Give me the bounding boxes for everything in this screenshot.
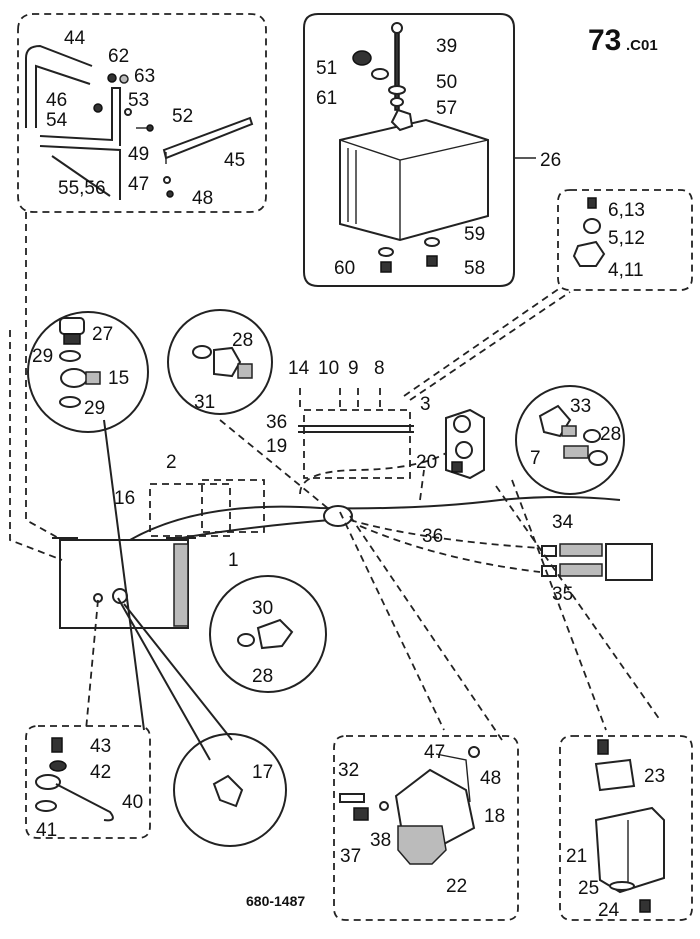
page-code: 73	[588, 24, 621, 57]
label-17: 17	[252, 762, 273, 783]
label-23: 23	[644, 766, 665, 787]
label-19: 19	[266, 436, 287, 457]
label-42: 42	[90, 762, 111, 783]
label-27: 27	[92, 324, 113, 345]
label-44: 44	[64, 28, 86, 49]
label-43: 43	[90, 736, 111, 757]
label-2: 2	[166, 452, 177, 473]
label-60: 60	[334, 258, 355, 279]
label-25: 25	[578, 878, 599, 899]
label-58: 58	[464, 258, 485, 279]
label-53: 53	[128, 90, 149, 111]
label-9: 9	[348, 358, 359, 379]
detail-circle-fitting	[209, 575, 327, 693]
label-14: 14	[288, 358, 310, 379]
label-31: 31	[194, 392, 215, 413]
label-51: 51	[316, 58, 337, 79]
label-3: 3	[420, 394, 431, 415]
label-18: 18	[484, 806, 505, 827]
fuel-tank-group	[303, 13, 515, 287]
label-47-top: 47	[128, 174, 149, 195]
label-26: 26	[540, 150, 561, 171]
label-39: 39	[436, 36, 457, 57]
label-34: 34	[552, 512, 574, 533]
engine-block	[9, 212, 196, 629]
detail-circle-union	[167, 309, 273, 415]
sender-group	[25, 725, 151, 839]
label-24: 24	[598, 900, 620, 921]
fittings-group	[557, 189, 693, 291]
label-28-lower: 28	[252, 666, 273, 687]
label-22: 22	[446, 876, 467, 897]
hose-assembly	[541, 543, 653, 581]
fuel-pump-group	[333, 511, 519, 921]
detail-circle-17	[173, 733, 287, 847]
label-30: 30	[252, 598, 273, 619]
label-41: 41	[36, 820, 57, 841]
label-40: 40	[122, 792, 143, 813]
label-54: 54	[46, 110, 68, 131]
drawing-number: 680-1487	[246, 893, 305, 909]
label-52: 52	[172, 106, 193, 127]
label-4-11: 4,11	[608, 260, 644, 281]
label-7: 7	[530, 448, 541, 469]
label-21: 21	[566, 846, 587, 867]
fuel-lines	[129, 287, 621, 573]
label-50: 50	[436, 72, 457, 93]
detail-circle-plug	[27, 311, 149, 433]
label-45: 45	[224, 150, 245, 171]
label-59: 59	[464, 224, 485, 245]
label-49: 49	[128, 144, 149, 165]
label-28-right: 28	[600, 424, 621, 445]
label-61: 61	[316, 88, 337, 109]
label-48-pump: 48	[480, 768, 501, 789]
bracket-group	[17, 13, 267, 213]
label-46: 46	[46, 90, 67, 111]
label-1: 1	[228, 550, 239, 571]
label-47-pump: 47	[424, 742, 445, 763]
label-28-upper: 28	[232, 330, 253, 351]
label-38: 38	[370, 830, 391, 851]
label-36-upper: 36	[266, 412, 287, 433]
label-10: 10	[318, 358, 339, 379]
label-20: 20	[416, 452, 437, 473]
label-55-56: 55,56	[58, 178, 106, 199]
label-29-lower: 29	[84, 398, 105, 419]
label-16: 16	[114, 488, 135, 509]
label-57: 57	[436, 98, 457, 119]
label-29-upper: 29	[32, 346, 53, 367]
label-6-13: 6,13	[608, 200, 645, 221]
label-36-lower: 36	[422, 526, 443, 547]
label-15: 15	[108, 368, 129, 389]
label-37: 37	[340, 846, 361, 867]
label-48-top: 48	[192, 188, 213, 209]
label-8: 8	[374, 358, 385, 379]
detail-circle-banjo	[515, 385, 625, 495]
distributor-block	[445, 408, 485, 480]
label-63: 63	[134, 66, 155, 87]
label-5-12: 5,12	[608, 228, 645, 249]
page-suffix: .C01	[626, 37, 658, 54]
label-62: 62	[108, 46, 129, 67]
label-33: 33	[570, 396, 591, 417]
label-32: 32	[338, 760, 359, 781]
fuel-filter-group	[495, 479, 693, 921]
